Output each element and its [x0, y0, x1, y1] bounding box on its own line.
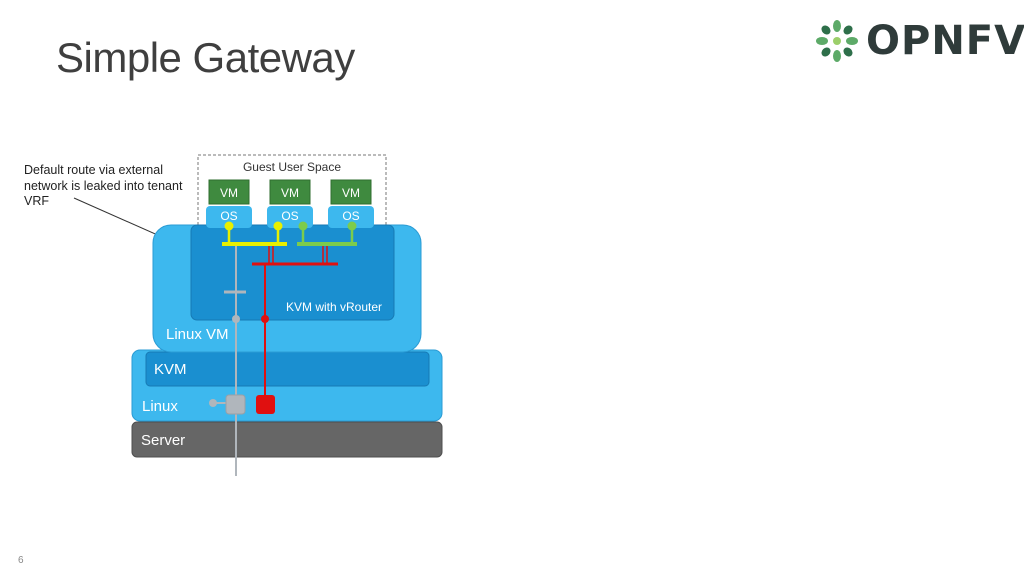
vm-label-1: VM: [220, 186, 238, 200]
vm-box-2: [269, 179, 311, 205]
os-box-3: [328, 206, 374, 228]
os-box-1: [206, 206, 252, 228]
os-label-2: OS: [281, 209, 299, 223]
guest-user-space-label: Guest User Space: [242, 160, 342, 174]
gray-stub-node: [209, 399, 217, 407]
vm-box-1: [208, 179, 250, 205]
gray-node: [232, 315, 240, 323]
green-node-1: [298, 221, 308, 231]
page-number: 6: [18, 555, 24, 566]
opnfv-logo: OPNFV: [814, 18, 1024, 64]
vm-box-3: [330, 179, 372, 205]
yellow-node-2: [273, 221, 283, 231]
kvm-label: KVM: [154, 361, 187, 378]
server-layer: [131, 421, 443, 458]
vm-label-3: VM: [342, 186, 360, 200]
server-label: Server: [141, 432, 186, 449]
gray-interface: [225, 394, 246, 415]
kvm-layer: [145, 351, 430, 387]
red-interface: [256, 395, 275, 414]
yellow-node-1: [224, 221, 234, 231]
annotation-text: Default route via external network is le…: [24, 163, 183, 208]
os-label-3: OS: [342, 209, 360, 223]
red-node: [261, 315, 269, 323]
os-label-1: OS: [220, 209, 238, 223]
linux-vm-label: Linux VM: [166, 326, 229, 343]
logo-text: OPNFV: [866, 18, 1024, 64]
vm-label-2: VM: [281, 186, 299, 200]
green-node-2: [347, 221, 357, 231]
flower-icon: [816, 20, 858, 62]
kvm-vrouter-label: KVM with vRouter: [286, 300, 383, 314]
page-title: Simple Gateway: [56, 34, 355, 81]
linux-label: Linux: [142, 398, 178, 415]
